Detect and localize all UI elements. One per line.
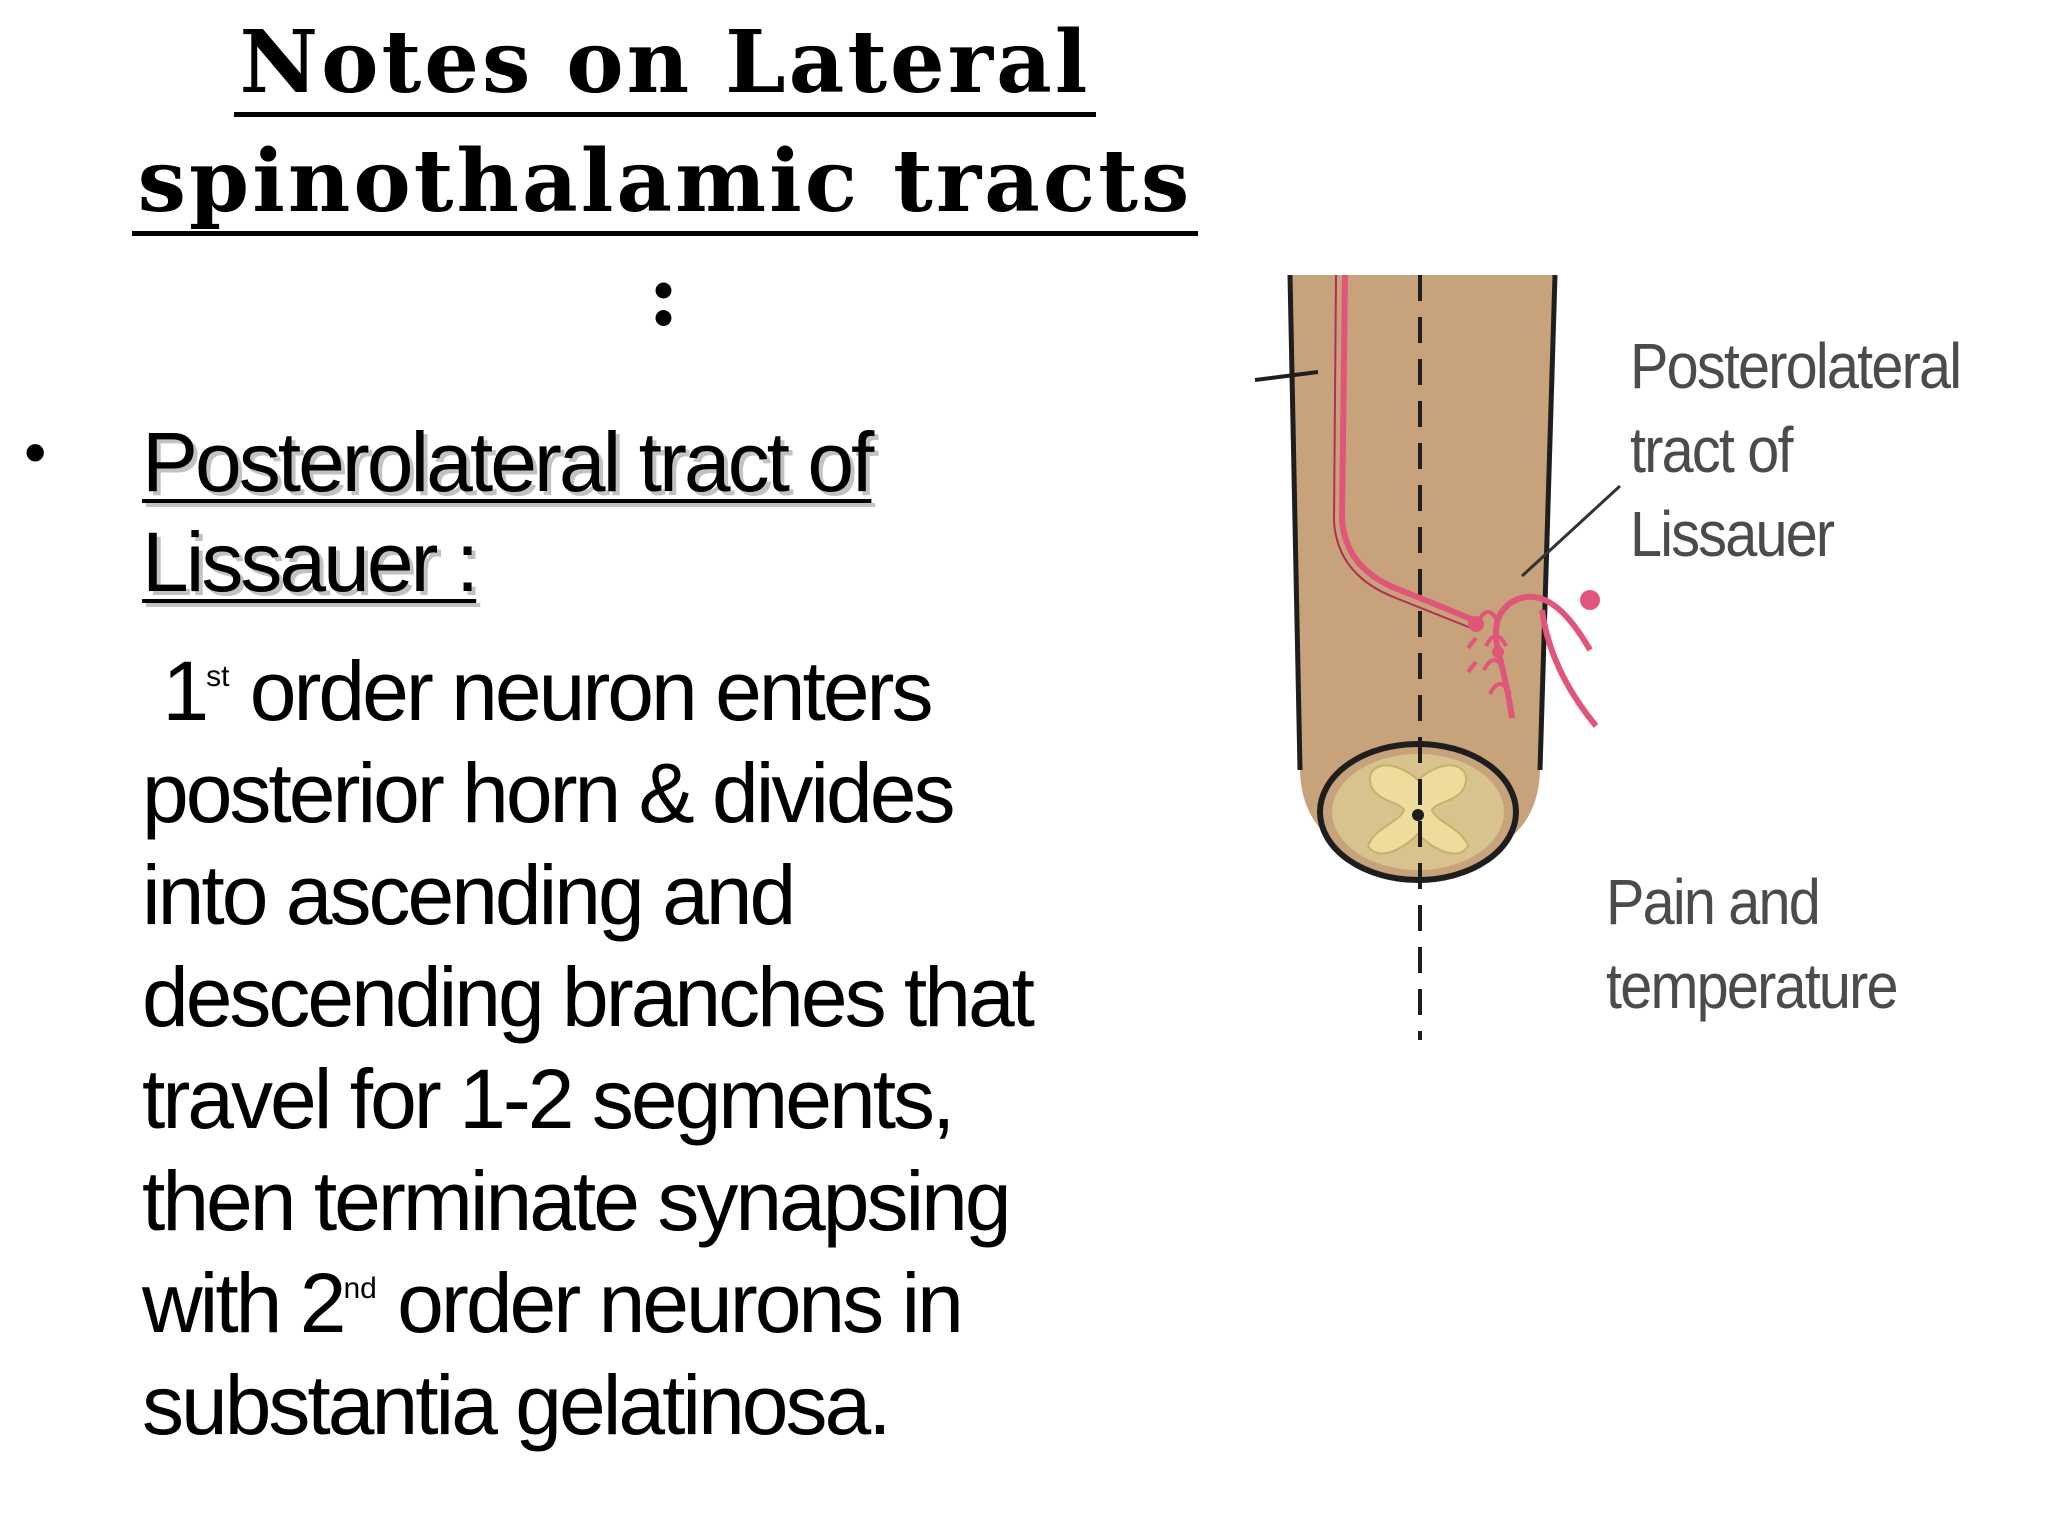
cord-outline-left bbox=[1287, 274, 1303, 771]
ordinal-suffix: nd bbox=[343, 1272, 377, 1305]
fiber-branches bbox=[1466, 610, 1512, 695]
body-text-fragment: order neurons in bbox=[376, 1256, 964, 1350]
slide-title: Notes on Lateral spinothalamic tracts : bbox=[0, 8, 1330, 346]
body-line-3: into ascending and bbox=[142, 848, 796, 942]
bullet-body: 1st order neuron enters posterior horn &… bbox=[142, 640, 1142, 1456]
body-line-1: 1st order neuron enters bbox=[142, 640, 1142, 742]
lissauer-label-line-2: tract of bbox=[1630, 414, 1793, 486]
ordinal-suffix: st bbox=[206, 660, 230, 693]
body-line-5: travel for 1-2 segments, bbox=[142, 1052, 955, 1146]
ascending-fiber-outline bbox=[1332, 274, 1477, 631]
spinal-cord-body bbox=[1290, 275, 1555, 865]
spinal-cord-diagram: Posterolateral tract of Lissauer Pain an… bbox=[1250, 250, 2010, 1070]
title-colon: : bbox=[647, 245, 683, 346]
left-pointer-line bbox=[1254, 370, 1319, 382]
body-line-8: substantia gelatinosa. bbox=[142, 1358, 892, 1452]
dorsal-root-ganglion-fiber bbox=[1539, 609, 1599, 728]
bullet-heading: Posterolateral tract of Lissauer : bbox=[142, 412, 1122, 612]
ascending-fiber bbox=[1338, 274, 1480, 625]
lissauer-label-line-3: Lissauer bbox=[1630, 498, 1835, 570]
body-line-6: then terminate synapsing bbox=[142, 1154, 1012, 1248]
pain-temperature-label: Pain and temperature bbox=[1606, 860, 1899, 1028]
ordinal-number: with 2 bbox=[142, 1256, 346, 1350]
central-canal bbox=[1412, 809, 1424, 821]
body-line-2: posterior horn & divides bbox=[142, 746, 955, 840]
title-line-2: spinothalamic tracts bbox=[131, 133, 1199, 236]
body-line-4: descending branches that bbox=[142, 950, 1035, 1044]
title-line-1: Notes on Lateral bbox=[233, 14, 1097, 117]
body-text-fragment: order neuron enters bbox=[229, 644, 934, 738]
bullet-marker: • bbox=[24, 416, 47, 488]
pain-label-line-2: temperature bbox=[1606, 950, 1899, 1022]
ordinal-number: 1 bbox=[162, 644, 209, 738]
dorsal-root-ganglion bbox=[1580, 590, 1600, 610]
cord-outline-right bbox=[1537, 274, 1558, 771]
spinal-cord-illustration bbox=[1254, 274, 1622, 1040]
synapse-terminal bbox=[1468, 616, 1484, 632]
synapse-terminal bbox=[1492, 646, 1504, 658]
heading-line-2: Lissauer : bbox=[142, 515, 479, 609]
pain-label-line-1: Pain and bbox=[1606, 866, 1821, 938]
body-line-7: with 2nd order neurons in bbox=[142, 1252, 1142, 1354]
heading-line-1: Posterolateral tract of bbox=[142, 415, 874, 509]
lissauer-label: Posterolateral tract of Lissauer bbox=[1630, 324, 1962, 576]
lissauer-label-line-1: Posterolateral bbox=[1630, 330, 1962, 402]
lissauer-pointer-line bbox=[1520, 484, 1622, 578]
